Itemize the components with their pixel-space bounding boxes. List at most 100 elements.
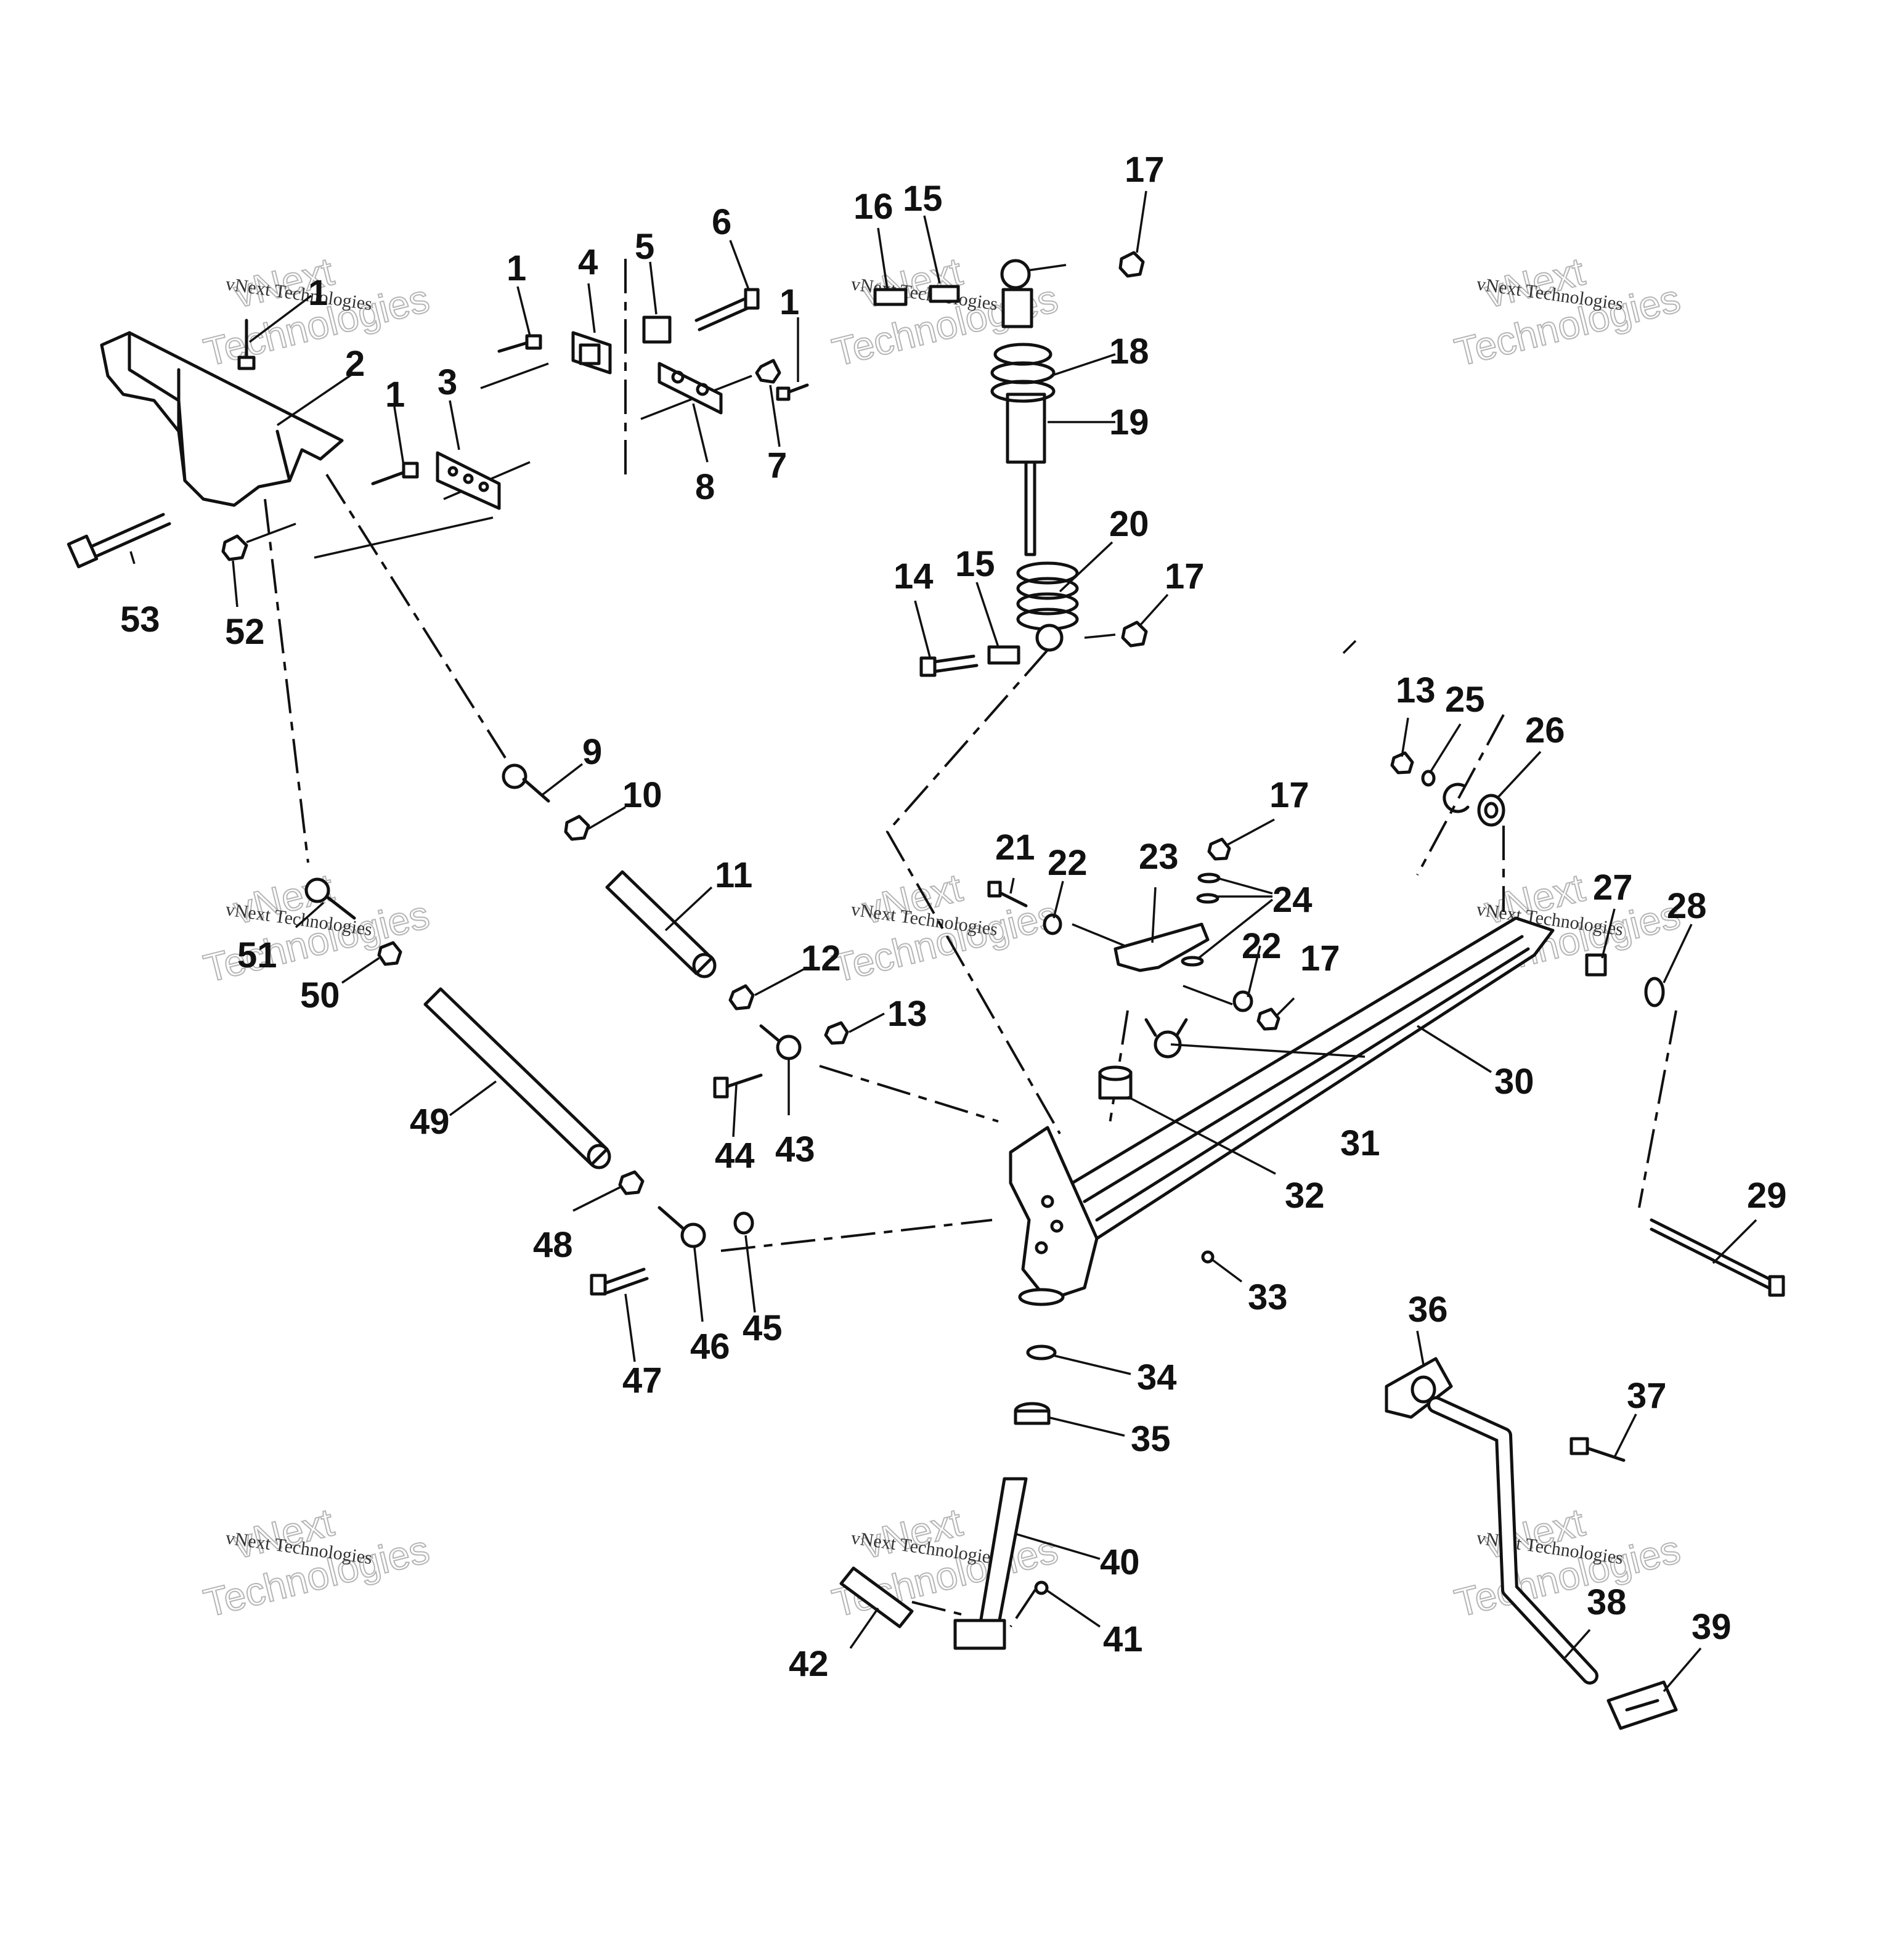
callout-48: 48	[533, 1225, 573, 1265]
callout-17a: 17	[1125, 150, 1165, 190]
callout-1b: 1	[507, 248, 526, 288]
callout-5: 5	[635, 227, 654, 267]
part-6-pin	[694, 288, 760, 331]
part-25-washer	[1421, 770, 1436, 787]
part-29-long-bolt	[1650, 1218, 1785, 1297]
callout-4: 4	[578, 242, 598, 282]
part-1-bolt-c	[497, 334, 542, 353]
callout-45: 45	[743, 1308, 783, 1348]
part-9-rod-end	[502, 763, 550, 803]
part-1-bolt-d	[776, 383, 809, 401]
callout-25: 25	[1445, 680, 1485, 720]
callout-52: 52	[225, 612, 265, 652]
callout-26: 26	[1525, 710, 1565, 750]
callout-23: 23	[1139, 837, 1179, 877]
part-51-rod-end	[304, 877, 356, 920]
callout-35: 35	[1131, 1419, 1171, 1459]
callout-1d: 1	[780, 282, 799, 322]
callout-13a: 13	[887, 994, 927, 1034]
part-16-bolt	[873, 288, 908, 306]
part-17-nut-b	[1121, 620, 1148, 648]
part-10-nut	[564, 815, 590, 841]
callout-22a: 22	[1048, 843, 1088, 883]
callout-1c: 1	[385, 375, 405, 415]
part-49-tube	[423, 987, 611, 1169]
callout-17d: 17	[1300, 938, 1340, 978]
part-17-nut-c	[1207, 837, 1231, 861]
part-1-bolt-a	[237, 319, 256, 370]
callout-8: 8	[695, 467, 715, 507]
part-38-pedal-arm	[1427, 1396, 1598, 1685]
part-11-tube	[605, 870, 717, 978]
part-25-clip	[1443, 783, 1470, 813]
callout-22b: 22	[1242, 926, 1282, 966]
callout-15b: 15	[955, 544, 995, 584]
callout-50: 50	[300, 975, 340, 1015]
callout-36: 36	[1408, 1290, 1448, 1330]
part-53-long-bolt	[67, 513, 171, 569]
callouts: 1 1 1 1 2 3 4 5 6 7 8 16 15 17 18 19 20 …	[120, 150, 1787, 1684]
callout-21: 21	[995, 828, 1035, 868]
callout-37: 37	[1627, 1376, 1667, 1416]
part-35-bushing	[1014, 1402, 1051, 1425]
callout-6: 6	[712, 202, 731, 242]
callout-33: 33	[1248, 1277, 1288, 1317]
part-17-nut-a	[1118, 251, 1145, 278]
part-18-spring-top	[990, 343, 1056, 403]
part-13-nut-a	[824, 1021, 849, 1045]
part-52-nut	[221, 534, 248, 561]
part-17-nut-d	[1256, 1007, 1280, 1031]
callout-40: 40	[1100, 1542, 1140, 1582]
callout-34: 34	[1137, 1357, 1177, 1397]
callout-19: 19	[1109, 402, 1149, 442]
part-1-bolt-b	[371, 462, 419, 486]
part-28-o-ring	[1644, 977, 1665, 1007]
leader-lines	[129, 190, 1757, 1693]
assembly-lines	[246, 259, 1677, 1628]
part-26-bearing	[1477, 794, 1505, 827]
callout-28: 28	[1667, 886, 1707, 926]
callout-11: 11	[715, 855, 752, 895]
part-15-spacer-b	[987, 645, 1020, 665]
callout-3: 3	[438, 362, 457, 402]
callout-14: 14	[894, 556, 934, 596]
part-32-bushing	[1098, 1065, 1133, 1100]
part-13-nut-b	[1390, 751, 1414, 775]
callout-20: 20	[1109, 504, 1149, 544]
part-2-frame-bracket	[100, 331, 344, 507]
callout-32: 32	[1285, 1176, 1325, 1216]
callout-41: 41	[1103, 1619, 1143, 1659]
callout-13b: 13	[1396, 670, 1436, 710]
part-20-spring-bottom	[1016, 561, 1079, 652]
callout-15a: 15	[903, 179, 943, 219]
part-39-pedal-pad	[1606, 1680, 1678, 1730]
part-31-ball-joint	[1144, 1018, 1188, 1059]
part-48-nut	[618, 1170, 645, 1195]
callout-49: 49	[410, 1102, 450, 1142]
callout-30: 30	[1494, 1062, 1534, 1102]
part-47-bolt	[590, 1267, 649, 1296]
callout-1a: 1	[308, 273, 328, 313]
part-3-plate	[436, 451, 501, 510]
part-44-bolt	[713, 1073, 763, 1099]
callout-7: 7	[767, 445, 787, 486]
part-33-grease-fitting	[1201, 1250, 1215, 1264]
callout-17c: 17	[1269, 775, 1309, 815]
part-5-bushing	[642, 315, 672, 344]
part-45-nut	[733, 1211, 754, 1235]
part-7-nut	[755, 359, 781, 384]
part-34-washer	[1026, 1344, 1057, 1360]
callout-47: 47	[622, 1360, 662, 1401]
callout-12: 12	[801, 938, 841, 978]
part-43-rod-end	[759, 1024, 802, 1060]
part-12-nut	[728, 984, 755, 1010]
part-40-spindle	[953, 1477, 1028, 1650]
part-15-spacer-a	[929, 285, 960, 303]
callout-46: 46	[690, 1327, 730, 1367]
callout-43: 43	[775, 1129, 815, 1169]
callout-9: 9	[582, 732, 602, 772]
part-27-nut	[1585, 953, 1607, 977]
part-42-tube	[839, 1566, 914, 1629]
callout-42: 42	[789, 1644, 829, 1684]
callout-27: 27	[1593, 868, 1633, 908]
